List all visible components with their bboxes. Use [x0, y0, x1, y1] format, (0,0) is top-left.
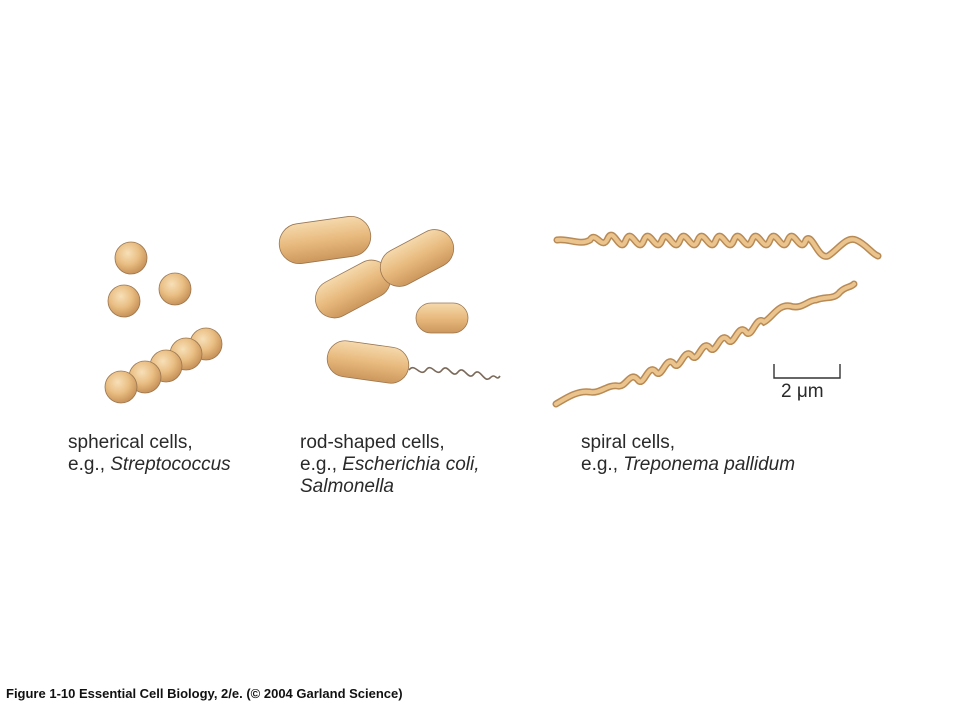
flagellum: [408, 366, 501, 381]
rod-shaped-cells: [278, 215, 469, 384]
rod-cell: [278, 215, 372, 265]
coccus-cell: [158, 272, 192, 306]
species-name: Escherichia coli,: [342, 454, 480, 475]
spiral-cells: [552, 231, 882, 408]
dividing-rod-cell-right: [379, 229, 455, 287]
species-name: Streptococcus: [110, 454, 231, 475]
coccus-cell: [107, 284, 141, 318]
caption-spiral-cells: spiral cells, e.g., Treponema pallidum: [581, 432, 795, 476]
scale-bar: [773, 364, 841, 379]
caption-title: rod-shaped cells,: [300, 432, 445, 453]
example-prefix: e.g.,: [581, 454, 624, 475]
scale-bar-label: 2 μm: [781, 381, 824, 402]
species-name-2: Salmonella: [300, 476, 394, 497]
caption-example: e.g., Treponema pallidum: [581, 454, 795, 476]
caption-title: spiral cells,: [581, 432, 675, 453]
caption-spherical-cells: spherical cells, e.g., Streptococcus: [68, 432, 231, 476]
figure-credit: Figure 1-10 Essential Cell Biology, 2/e.…: [6, 686, 403, 701]
coccus-chain-cell: [104, 370, 138, 404]
rod-cell: [415, 302, 469, 334]
species-name: Treponema pallidum: [623, 454, 796, 475]
caption-title: spherical cells,: [68, 432, 193, 453]
example-prefix: e.g.,: [300, 454, 343, 475]
example-prefix: e.g.,: [68, 454, 111, 475]
coccus-cell: [114, 241, 148, 275]
caption-example: e.g., Escherichia coli,: [300, 454, 480, 476]
caption-example: e.g., Streptococcus: [68, 454, 231, 476]
caption-rod-shaped-cells: rod-shaped cells, e.g., Escherichia coli…: [300, 432, 480, 498]
flagellated-rod-cell: [326, 340, 410, 384]
spherical-cells: [104, 241, 223, 404]
